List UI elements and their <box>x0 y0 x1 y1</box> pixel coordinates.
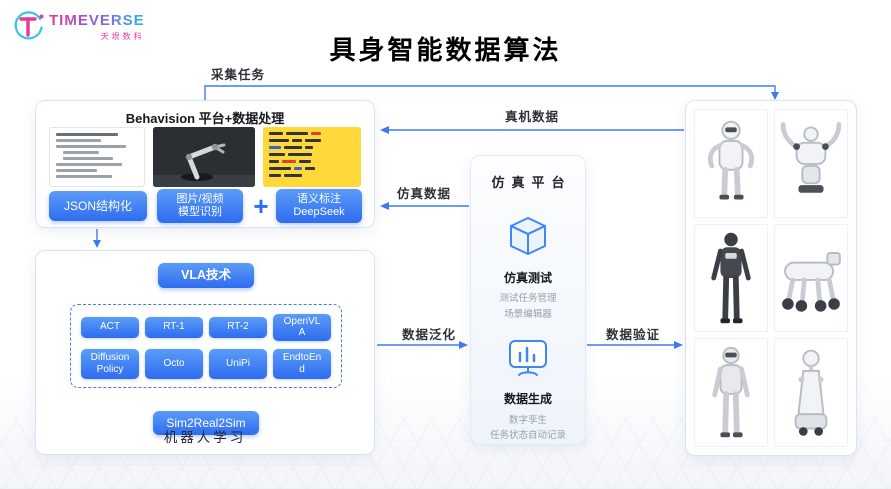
robot-learning-panel: VLA技术 ACT RT-1 RT-2 OpenVLA Diffusion Po… <box>35 250 375 455</box>
logo-orbit-icon <box>14 11 44 40</box>
brand-subtitle: 天垠数科 <box>100 32 145 41</box>
arrowhead-down-right-panel <box>771 92 779 100</box>
robot-photo-torso-arms <box>774 109 848 218</box>
semantic-label-line2: DeepSeek <box>293 206 345 218</box>
image-video-label-line2: 模型识别 <box>178 206 222 218</box>
image-video-label-line1: 图片/视频 <box>176 192 224 205</box>
data-generation-desc-1: 数字孪生 <box>508 415 547 426</box>
sim2real2sim-button: Sim2Real2Sim <box>153 411 259 435</box>
collect-task-line <box>204 85 776 100</box>
vla-tech-button: VLA技术 <box>158 263 254 288</box>
model-label-diffusion-policy: Diffusion Policy <box>90 352 130 375</box>
semantic-annotation-button: 语义标注 DeepSeek <box>276 189 362 223</box>
plus-sign: + <box>253 191 269 221</box>
robot-learning-caption: 机器人学习 <box>163 430 247 445</box>
simulation-test-desc-2: 场景编辑器 <box>504 309 552 320</box>
monitor-icon <box>471 338 585 380</box>
model-button-openvla: OpenVLA <box>273 313 331 341</box>
model-label-rt2: RT-2 <box>227 321 249 333</box>
label-data-generalize: 数据泛化 <box>402 328 457 342</box>
model-button-unipi: UniPi <box>209 348 267 379</box>
sim2real2sim-label: Sim2Real2Sim <box>166 415 246 430</box>
data-generation-desc-2: 任务状态自动记录 <box>489 430 566 441</box>
image-video-model-button: 图片/视频 模型识别 <box>157 189 243 223</box>
robots-gallery-panel <box>685 100 857 456</box>
timeverse-logo: TIMEVERSE 天垠数科 <box>10 8 145 44</box>
label-real-data: 真机数据 <box>505 110 560 124</box>
arrowhead-down-connector <box>93 240 101 248</box>
robot-photo-humanoid-1 <box>694 109 768 218</box>
robot-photo-quadruped <box>774 223 848 333</box>
model-button-rt2: RT-2 <box>209 316 267 338</box>
brand-name: TIMEVERSE <box>49 12 145 29</box>
robot-photo-gray-humanoid <box>694 338 768 447</box>
simulation-platform-title: 仿真平台 <box>491 175 572 190</box>
annotated-data-thumbnail <box>263 127 361 187</box>
arrowhead-left-real-data <box>380 126 389 134</box>
model-label-octo: Octo <box>163 357 185 369</box>
label-collect-task: 采集任务 <box>211 68 266 82</box>
model-label-unipi: UniPi <box>226 357 250 369</box>
model-button-diffusion-policy: Diffusion Policy <box>81 348 139 379</box>
model-button-endtoend: EndtoEnd <box>273 348 331 379</box>
semantic-label-line1: 语义标注 <box>297 192 341 205</box>
model-button-act: ACT <box>81 316 139 338</box>
vla-tech-label: VLA技术 <box>180 268 231 282</box>
model-label-endtoend: EndtoEnd <box>282 352 322 375</box>
model-label-rt1: RT-1 <box>163 321 185 333</box>
behavision-title: Behavision 平台+数据处理 <box>125 111 285 126</box>
json-structuring-button: JSON结构化 <box>49 191 147 221</box>
behavision-panel: Behavision 平台+数据处理 <box>35 100 375 228</box>
arrowhead-right-generalize <box>459 341 468 349</box>
model-label-act: ACT <box>100 321 120 333</box>
arrowhead-left-sim-data <box>380 202 389 210</box>
simulation-test-title: 仿真测试 <box>503 271 552 285</box>
model-group-dashed-box: ACT RT-1 RT-2 OpenVLA Diffusion Policy O… <box>70 304 342 388</box>
cube-icon <box>471 213 585 259</box>
json-structuring-label: JSON结构化 <box>63 198 132 213</box>
json-code-thumbnail <box>49 127 145 187</box>
model-button-octo: Octo <box>145 348 203 379</box>
label-data-validate: 数据验证 <box>606 328 661 342</box>
robot-photo-black-humanoid <box>694 223 768 333</box>
page-title: 具身智能数据算法 <box>329 35 562 65</box>
model-label-openvla: OpenVLA <box>283 315 321 339</box>
simulation-test-desc-1: 测试任务管理 <box>499 293 557 304</box>
robot-photo-wheeled-service <box>774 338 848 447</box>
robot-arm-photo-thumbnail <box>153 127 255 187</box>
arrowhead-right-validate <box>674 341 683 349</box>
model-button-rt1: RT-1 <box>145 316 203 338</box>
label-sim-data: 仿真数据 <box>397 187 452 201</box>
simulation-platform-panel: 仿真平台 仿真测试 测试任务管理 场景编辑器 数据生成 <box>470 155 586 445</box>
data-generation-title: 数据生成 <box>503 392 552 406</box>
